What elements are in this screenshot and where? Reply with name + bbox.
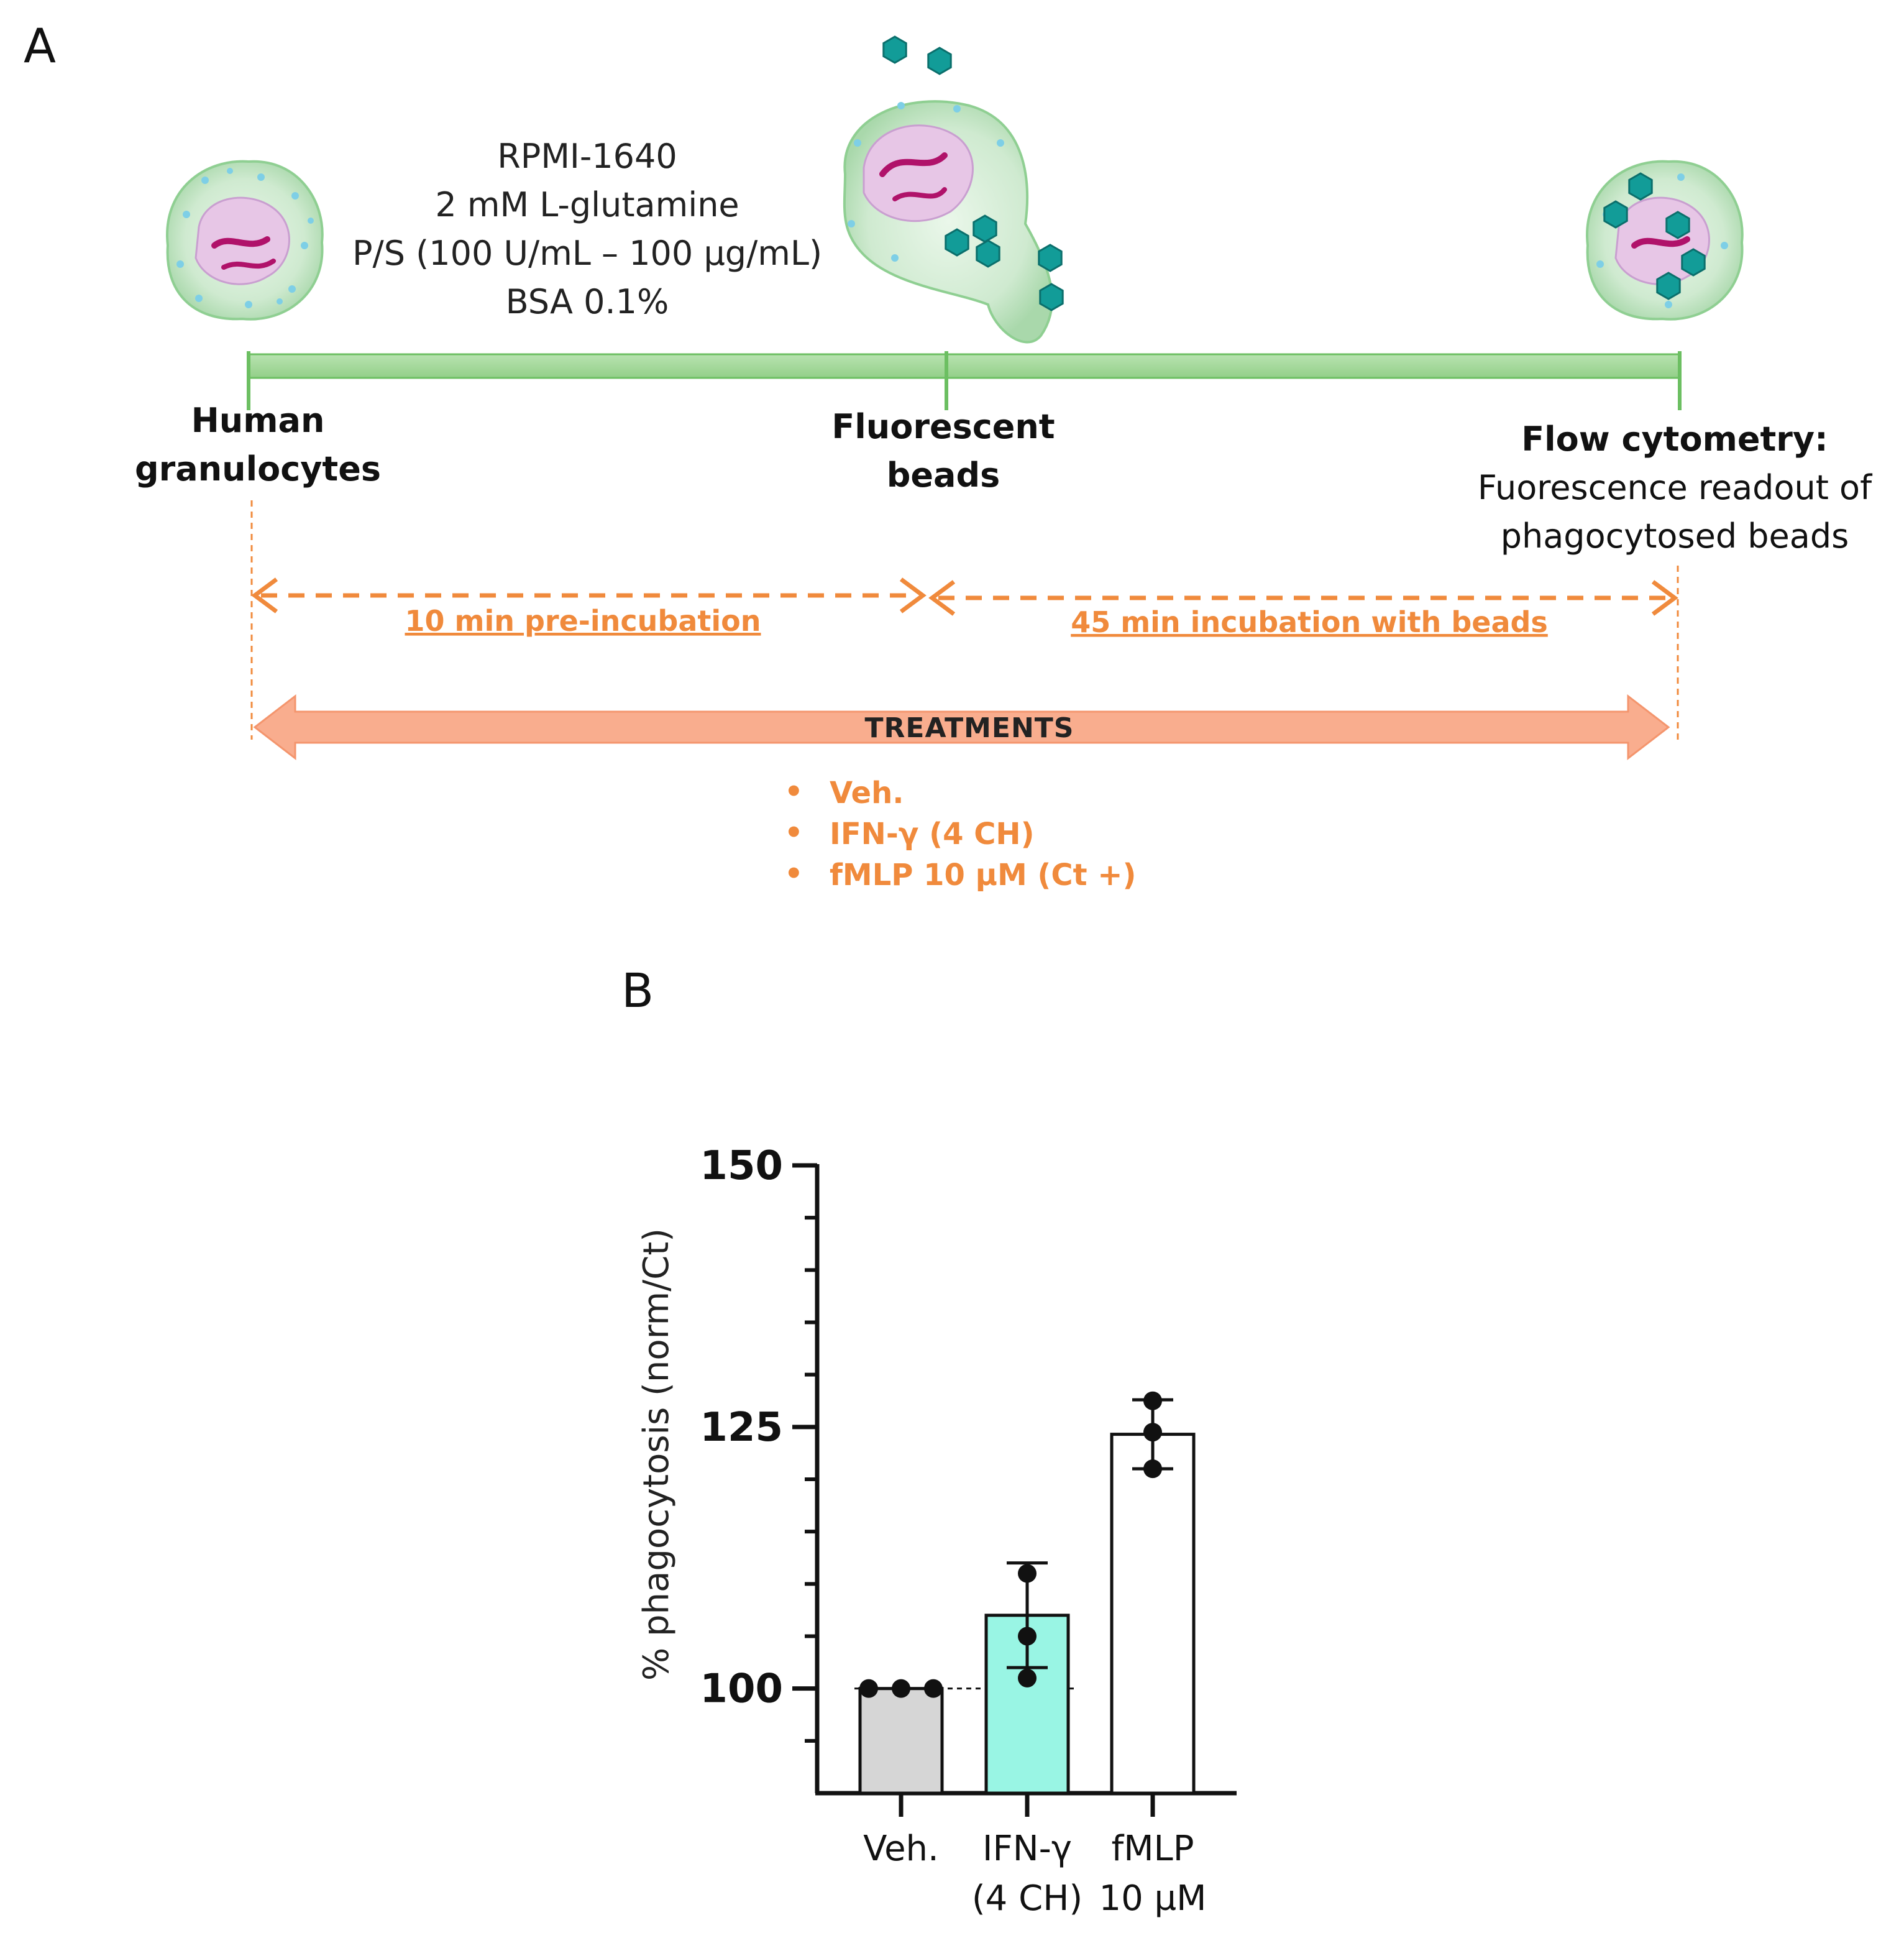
x-category-label: Veh. [863,1829,939,1869]
phase-arrow-bead-incubation [928,580,1678,616]
data-point [1018,1668,1037,1687]
bead-hexagon [1038,244,1063,272]
bead-hexagon [1656,272,1681,300]
media-line-2: 2 mM L-glutamine [435,185,739,224]
phagocytosing-cell-icon [843,100,1053,344]
step-1-line-2: granulocytes [135,449,381,489]
data-point [1143,1391,1162,1410]
data-point [1018,1627,1037,1646]
bead-hexagon [945,228,969,257]
timeline-bar [247,353,1681,379]
phase-label-bead-incubation: 45 min incubation with beads [1071,605,1548,639]
phase-arrow-pre-incubation [251,577,927,613]
bead-hexagon [976,239,1000,268]
media-composition: RPMI-1640 2 mM L-glutamine P/S (100 U/mL… [352,137,822,321]
x-category-label: 10 µM [1099,1878,1206,1919]
x-category-label: (4 CH) [972,1878,1082,1919]
media-line-3: P/S (100 U/mL – 100 µg/mL) [352,234,822,273]
step-3-line-2: phagocytosed beads [1501,517,1849,556]
treatment-item-1: Veh. [830,776,904,810]
step-3-line-1: Fuorescence readout of [1478,468,1873,507]
y-tick-label: 100 [700,1666,783,1712]
bead-hexagon [1039,283,1064,311]
bead-hexagon [1603,200,1628,229]
panel-a-letter: A [24,18,56,73]
panel-b: B % phagocytosis (norm/Ct) 100 125 150Veh.… [621,963,1237,1919]
data-point [1018,1564,1037,1583]
bead-hexagon [927,47,952,75]
y-tick-label: 150 [700,1143,783,1189]
bead-hexagon [1681,248,1706,277]
y-tick-label: 125 [700,1405,783,1451]
x-category-label: IFN-γ [982,1829,1072,1869]
data-point [892,1679,910,1698]
bead-hexagon [882,35,907,64]
treatment-list: • Veh. • IFN-γ (4 CH) • fMLP 10 µM (Ct +… [784,774,1136,893]
fluorescent-beads [882,35,1706,311]
treatment-bullet-3: • [784,856,803,891]
treatment-item-2: IFN-γ (4 CH) [830,817,1035,852]
phase-label-pre-incubation: 10 min pre-incubation [405,604,761,638]
bar [1110,1433,1196,1795]
data-point [1143,1459,1162,1479]
bead-hexagon [973,214,997,243]
bead-hexagon [1665,211,1690,239]
bar [858,1687,944,1795]
treatment-bullet-2: • [784,815,803,850]
step-label-granulocytes: Human granulocytes [135,401,381,489]
media-line-4: BSA 0.1% [506,282,669,321]
step-2-line-2: beads [887,456,1000,495]
step-3-title: Flow cytometry: [1521,420,1828,459]
data-point [924,1679,943,1698]
y-axis-label: % phagocytosis (norm/Ct) [636,1228,677,1681]
treatment-bullet-1: • [784,774,803,809]
treatments-band: TREATMENTS [253,694,1670,761]
bead-hexagon [1628,172,1653,201]
treatments-title: TREATMENTS [865,712,1074,744]
x-category-label: fMLP [1112,1829,1194,1869]
step-label-flow-cytometry: Flow cytometry: Fuorescence readout of p… [1478,420,1873,556]
step-2-line-1: Fluorescent [831,407,1055,446]
treatment-item-3: fMLP 10 µM (Ct +) [830,858,1136,893]
data-point [1143,1423,1162,1442]
data-point [859,1679,878,1698]
panel-a: A RPMI-1640 2 mM L-glutamine P/S (100 U/… [24,18,1873,893]
step-1-line-1: Human [191,401,325,440]
media-line-1: RPMI-1640 [497,137,677,176]
panel-b-letter: B [621,963,654,1018]
timeline [247,351,1682,410]
granulocyte-icon [166,160,324,321]
step-label-beads: Fluorescent beads [831,407,1055,495]
